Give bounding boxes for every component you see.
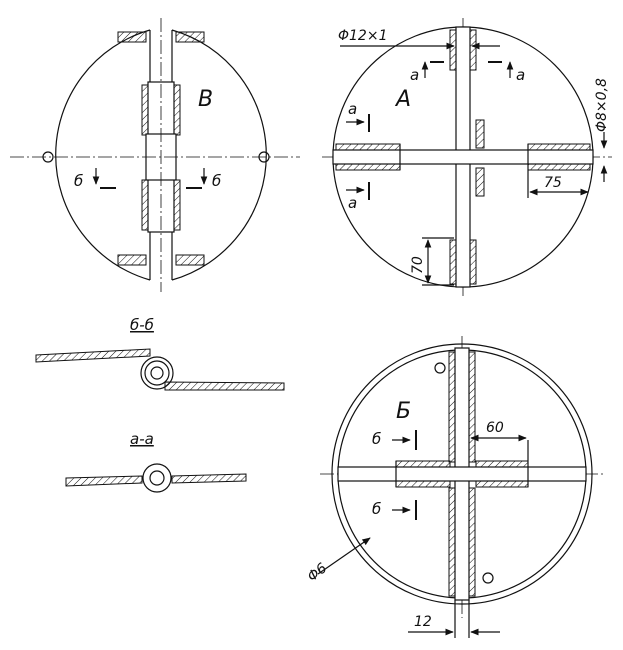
- section-bb-title: б-б: [130, 316, 154, 334]
- view-b-strip-hatch: [475, 480, 529, 488]
- view-v-disk-left: [55, 29, 151, 281]
- view-v-hatch: [175, 31, 205, 43]
- view-b-dim-12: 12: [414, 614, 432, 630]
- view-a-dim-tube: Φ12×1: [338, 28, 387, 44]
- section-aa-plate-left: [65, 475, 143, 487]
- view-a-tube-hatch: [469, 239, 477, 285]
- view-a-tube-hatch: [449, 239, 457, 285]
- view-a-tube-hatch: [449, 29, 457, 71]
- view-v: б б В: [10, 18, 300, 292]
- view-a-wire-hatch: [527, 163, 591, 171]
- view-v-hinge-hatch: [141, 84, 149, 136]
- section-bb-plate-right: [164, 381, 285, 391]
- view-a-wire-hatch: [335, 143, 401, 151]
- view-b-section-letter: б: [372, 430, 381, 448]
- view-b-strip-horizontal: [337, 466, 587, 482]
- view-a-section-letter: а: [410, 66, 419, 84]
- section-aa-tube-inner: [149, 470, 165, 486]
- section-bb-tube-inner: [150, 366, 164, 380]
- section-bb-tube-outer: [140, 356, 174, 390]
- view-v-hatch: [117, 31, 147, 43]
- view-a-hatch: [475, 119, 485, 149]
- view-a-section-letter: а: [348, 100, 357, 118]
- view-a-dim-wire: Φ8×0,8: [594, 78, 610, 132]
- view-a-section-letter: а: [348, 194, 357, 212]
- view-v-section-letter-left: б: [74, 172, 83, 190]
- view-v-hole-left: [42, 151, 54, 163]
- section-aa-tube-outer: [142, 463, 172, 493]
- view-v-hinge-hatch: [141, 179, 149, 231]
- section-aa-title: а-а: [130, 430, 154, 448]
- view-b: 60 12 Φ6 б б Б: [305, 336, 606, 638]
- view-b-strip-hatch: [448, 351, 456, 463]
- view-b-label: Б: [396, 399, 411, 424]
- section-bb-plate-left: [35, 348, 151, 363]
- view-b-strip-hatch: [468, 351, 476, 463]
- view-b-strip-hatch: [468, 487, 476, 597]
- view-a-wire-horizontal: [332, 149, 594, 165]
- view-b-dim-60: 60: [486, 420, 504, 436]
- view-b-hole-top: [434, 362, 446, 374]
- view-v-hinge-hatch: [173, 84, 181, 136]
- view-b-section-letter: б: [372, 500, 381, 518]
- view-a: Φ12×1 Φ8×0,8 75 70 а а а а А: [322, 18, 612, 296]
- view-b-hole-bottom: [482, 572, 494, 584]
- view-a-wire-hatch: [527, 143, 591, 151]
- view-v-disk-right: [171, 29, 267, 281]
- view-a-dim-75: 75: [544, 175, 562, 191]
- view-b-strip-hatch: [475, 460, 529, 468]
- section-aa-plate-right: [171, 473, 247, 484]
- view-v-hatch: [175, 254, 205, 266]
- view-b-strip-hatch: [395, 460, 451, 468]
- view-v-hole-right: [258, 151, 270, 163]
- view-v-hinge-hatch: [173, 179, 181, 231]
- view-b-strip-hatch: [395, 480, 451, 488]
- view-a-section-letter: а: [516, 66, 525, 84]
- view-a-hatch: [475, 167, 485, 197]
- view-v-section-letter-right: б: [212, 172, 221, 190]
- view-b-strip-hatch: [448, 487, 456, 597]
- view-b-dim-hole-leader: [317, 537, 371, 575]
- view-a-dim-70: 70: [410, 256, 426, 274]
- view-a-wire-hatch: [335, 163, 401, 171]
- section-aa: а-а: [65, 430, 247, 493]
- view-v-label: В: [198, 87, 213, 112]
- section-bb-tube-mid: [144, 360, 170, 386]
- section-bb: б-б: [35, 316, 285, 391]
- view-v-hatch: [117, 254, 147, 266]
- view-b-dim-hole: Φ6: [305, 560, 331, 585]
- view-a-tube-hatch: [469, 29, 477, 71]
- view-a-label: А: [394, 87, 411, 112]
